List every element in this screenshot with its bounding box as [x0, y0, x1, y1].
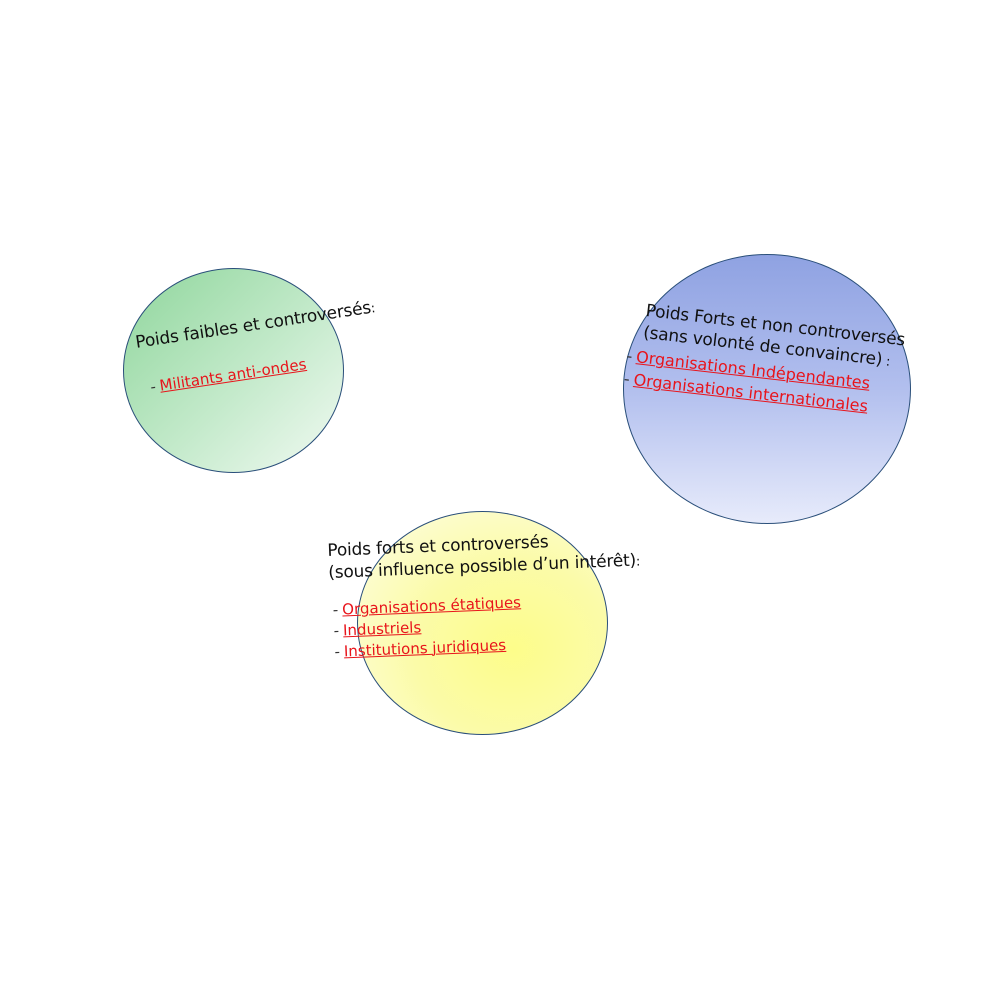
bullet-dash: - — [149, 377, 158, 397]
yellow-circle — [357, 511, 608, 735]
bullet-dash: - — [334, 642, 341, 661]
bullet-dash: - — [332, 600, 339, 619]
heading-colon: : — [635, 554, 641, 570]
bullet-dash: - — [622, 368, 631, 389]
heading-colon: : — [881, 354, 891, 370]
heading-colon: : — [369, 301, 377, 317]
link-industriels[interactable]: Industriels — [342, 618, 422, 640]
strong-controversial-list: -Organisations étatiques -Industriels -I… — [332, 587, 643, 662]
link-institutions-juridiques[interactable]: Institutions juridiques — [343, 635, 507, 661]
bullet-dash: - — [333, 621, 340, 640]
green-circle — [123, 268, 344, 473]
bullet-dash: - — [625, 346, 634, 366]
strong-controversial-group: Poids forts et controversés (sous influe… — [327, 527, 644, 662]
blue-circle — [623, 254, 911, 524]
